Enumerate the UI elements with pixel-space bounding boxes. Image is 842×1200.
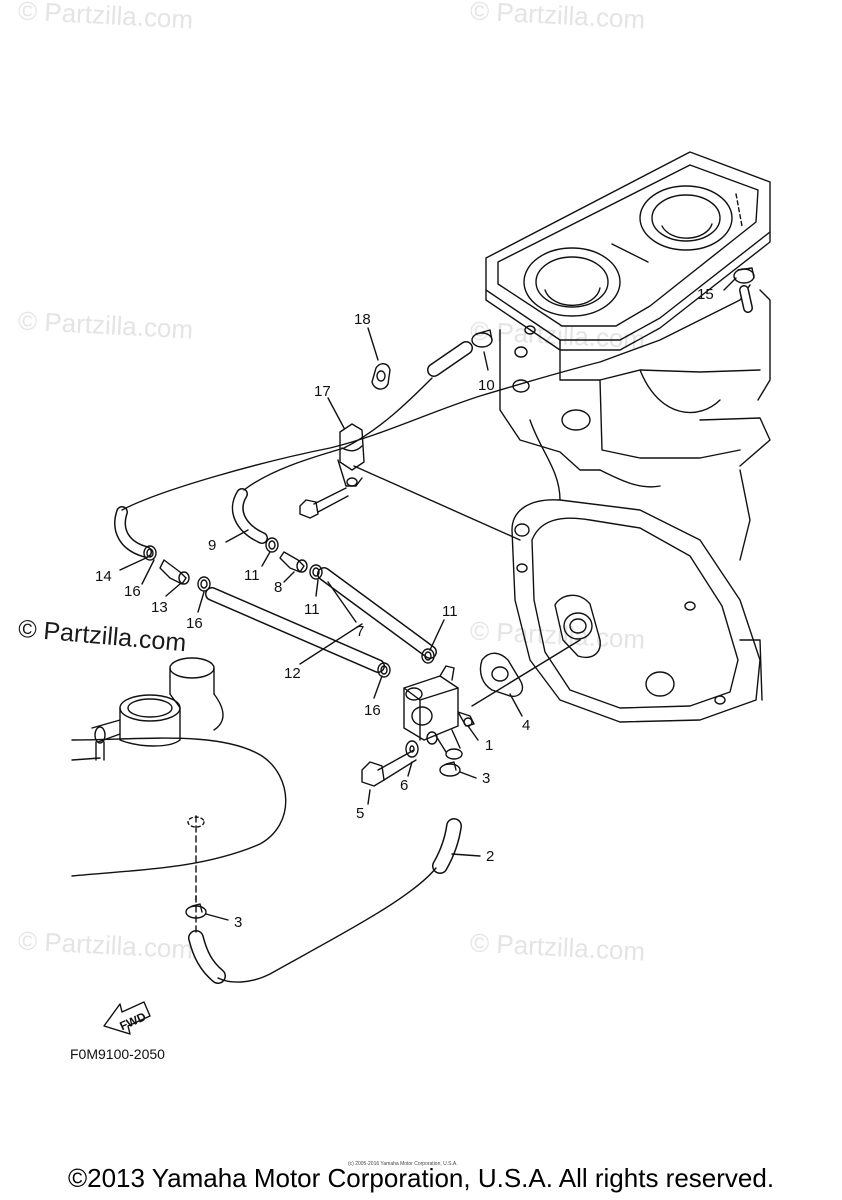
callout-11: 11 <box>244 567 260 584</box>
diagram-code: F0M9100-2050 <box>70 1046 165 1062</box>
callout-15: 15 <box>697 286 714 303</box>
fwd-label: FWD <box>117 1009 148 1033</box>
fitting-11-c <box>421 648 435 664</box>
small-copyright: (c) 2005-2016 Yamaha Motor Corporation, … <box>348 1161 458 1167</box>
fitting-8 <box>279 551 308 573</box>
callout-13: 13 <box>151 599 168 616</box>
clamp-10 <box>471 329 493 348</box>
washer-6 <box>405 740 419 758</box>
bolt-5 <box>361 749 417 787</box>
fitting-13 <box>159 559 190 585</box>
callout-10: 10 <box>478 377 495 394</box>
fitting-11-a <box>265 537 279 553</box>
callout-16: 16 <box>124 583 141 600</box>
engine-block <box>499 289 771 561</box>
bolt-17 <box>299 487 349 519</box>
plug-6b <box>426 731 438 745</box>
clamp-3-b <box>185 903 207 919</box>
callout-1: 1 <box>485 737 494 754</box>
callout-3: 3 <box>482 770 491 787</box>
callout-17: 17 <box>314 383 331 400</box>
clamp-15 <box>733 267 755 284</box>
callout-8: 8 <box>274 579 283 596</box>
callout-9: 9 <box>208 537 217 554</box>
fitting-11-b <box>309 564 323 580</box>
callout-7: 7 <box>356 623 365 640</box>
clip-18 <box>371 363 391 390</box>
crankcase-cover <box>511 499 763 723</box>
fitting-16-c <box>377 662 391 678</box>
callout-16: 16 <box>186 615 203 632</box>
gasket <box>479 652 524 697</box>
copyright-footer: ©2013 Yamaha Motor Corporation, U.S.A. A… <box>67 1163 775 1193</box>
callout-6: 6 <box>400 777 409 794</box>
holder-17 <box>337 423 365 487</box>
callout-11: 11 <box>304 601 320 618</box>
callout-2: 2 <box>486 848 495 865</box>
callout-11: 11 <box>442 603 458 620</box>
fwd-arrow-icon <box>103 1001 151 1035</box>
callout-5: 5 <box>356 805 365 822</box>
callout-16: 16 <box>364 702 381 719</box>
fitting-16-b <box>197 576 211 592</box>
callout-14: 14 <box>95 568 112 585</box>
engine-intake-housing <box>485 151 771 351</box>
fuel-tank <box>71 657 287 901</box>
fitting-16-a <box>143 545 157 561</box>
callout-18: 18 <box>354 311 371 328</box>
callout-12: 12 <box>284 665 301 682</box>
callout-4: 4 <box>522 717 531 734</box>
callout-3: 3 <box>234 914 243 931</box>
clamp-3-a <box>439 761 461 777</box>
fuel-cock <box>403 665 475 760</box>
